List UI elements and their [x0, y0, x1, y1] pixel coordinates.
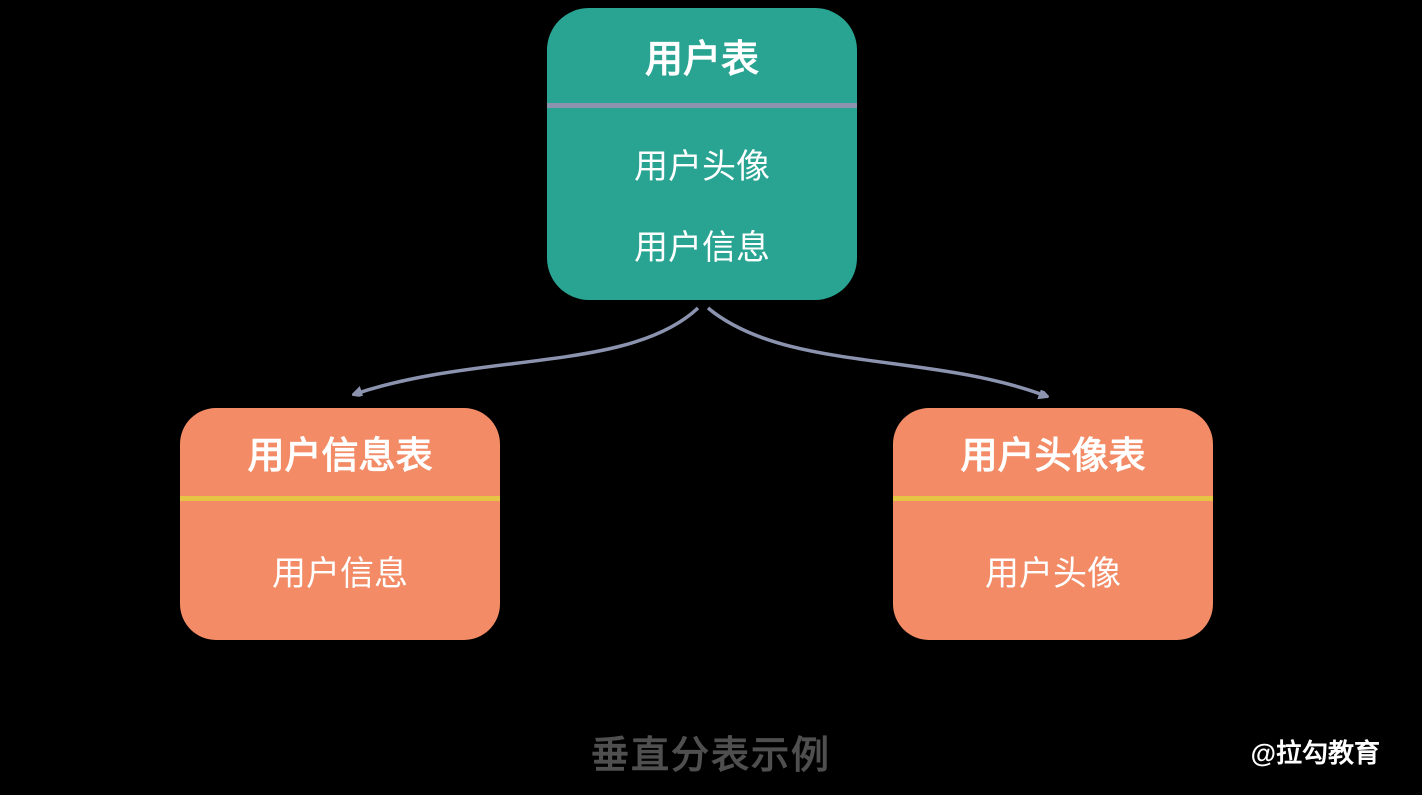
user-avatar-table-field: 用户头像 — [985, 555, 1121, 593]
user-info-table-field: 用户信息 — [272, 555, 408, 593]
arrow-to-left-table — [355, 306, 700, 394]
user-table-fields: 用户头像 用户信息 — [547, 108, 857, 300]
user-avatar-table-divider — [893, 496, 1213, 501]
user-info-table-divider — [180, 496, 500, 501]
arrow-to-right-table — [706, 306, 1046, 396]
watermark-label: @拉勾教育 — [1250, 738, 1380, 768]
diagram-caption: 垂直分表示例 — [590, 735, 831, 777]
user-info-table-box: 用户信息表 用户信息 — [180, 408, 500, 640]
user-table-divider — [547, 103, 857, 108]
user-info-table-fields: 用户信息 — [180, 501, 500, 640]
user-table-title: 用户表 — [644, 39, 759, 81]
user-avatar-table-box: 用户头像表 用户头像 — [893, 408, 1213, 640]
user-table-field-avatar: 用户头像 — [634, 148, 770, 187]
user-info-table-title: 用户信息表 — [247, 435, 433, 476]
user-avatar-table-fields: 用户头像 — [893, 501, 1213, 640]
user-table-box: 用户表 用户头像 用户信息 — [547, 8, 857, 300]
user-avatar-table-title: 用户头像表 — [960, 435, 1146, 476]
user-table-field-info: 用户信息 — [634, 228, 770, 267]
